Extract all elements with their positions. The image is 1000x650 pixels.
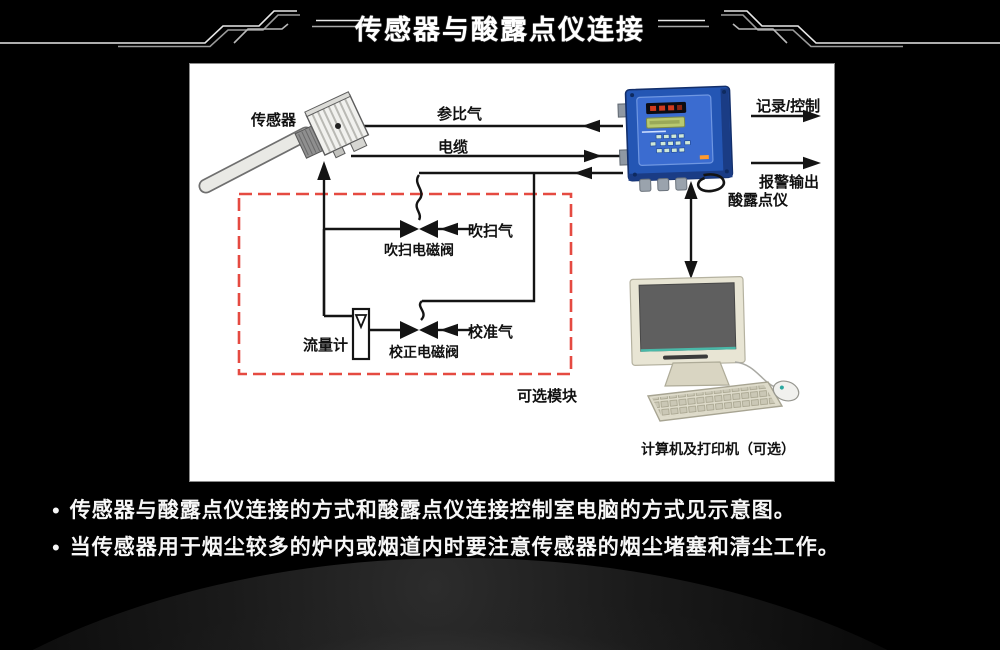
dew-point-meter-label: 酸露点仪 xyxy=(728,192,789,209)
diagram-panel: 传感器 参比气 电缆 吹扫气 吹扫电磁阀 流量计 校准气 校正电磁阀 可选模块 … xyxy=(189,63,835,482)
sensor-label: 传感器 xyxy=(251,112,297,129)
reference-gas-arrow xyxy=(582,119,600,133)
cable-label: 电缆 xyxy=(438,139,469,156)
bullet-text: 传感器与酸露点仪连接的方式和酸露点仪连接控制室电脑的方式见示意图。 xyxy=(69,499,796,522)
monitor-stand xyxy=(664,361,730,387)
device-logo xyxy=(699,155,709,160)
control-line-arrow xyxy=(574,166,592,180)
bullet-2: • 当传感器用于烟尘较多的炉内或烟道内时要注意传感器的烟尘堵塞和清尘工作。 xyxy=(52,534,962,562)
flow-meter xyxy=(351,307,371,361)
bullet-dot: • xyxy=(52,498,60,523)
purge-gas-arrow xyxy=(440,222,458,236)
calibration-gas-arrow xyxy=(440,323,458,337)
pipework xyxy=(322,114,803,332)
reference-gas-port xyxy=(335,123,341,129)
arrowheads xyxy=(317,109,821,337)
calibration-gas-label: 校准气 xyxy=(468,324,514,341)
cable-arrow xyxy=(584,149,602,163)
page-title: 传感器与酸露点仪连接 xyxy=(355,15,645,45)
record-control-label: 记录/控制 xyxy=(756,98,821,115)
bullet-1: • 传感器与酸露点仪连接的方式和酸露点仪连接控制室电脑的方式见示意图。 xyxy=(52,497,962,525)
schematic xyxy=(198,85,821,422)
header-decoration xyxy=(0,10,1000,48)
sensor-feed-arrow xyxy=(317,161,331,180)
dew-point-meter-device xyxy=(617,85,734,193)
device-keypad xyxy=(649,133,691,154)
device-display-top xyxy=(645,101,687,115)
header-decor-left xyxy=(0,10,363,48)
bullet-dot: • xyxy=(52,535,60,560)
purge-solenoid-valve xyxy=(400,220,438,238)
computer xyxy=(629,275,800,422)
mouse-cable xyxy=(734,361,776,388)
alarm-output-label: 报警输出 xyxy=(759,174,820,191)
bullet-text: 当传感器用于烟尘较多的炉内或烟道内时要注意传感器的烟尘堵塞和清尘工作。 xyxy=(69,536,840,559)
reference-gas-label: 参比气 xyxy=(437,106,483,123)
purge-gas-label: 吹扫气 xyxy=(468,223,514,240)
cable-glands xyxy=(639,177,688,192)
header: 传感器与酸露点仪连接 xyxy=(0,0,1000,52)
calibration-valve-label: 校正电磁阀 xyxy=(389,344,459,360)
record-control-arrow xyxy=(803,109,821,123)
sensor-probe xyxy=(198,91,370,194)
link-down-arrow xyxy=(684,261,698,279)
link-up-arrow xyxy=(684,181,698,199)
purge-valve-link xyxy=(415,174,423,221)
calibration-solenoid-valve xyxy=(400,321,438,339)
calibration-branch xyxy=(422,173,536,303)
optional-module-box xyxy=(237,192,573,376)
header-decor-right xyxy=(658,10,1000,48)
optional-module-label: 可选模块 xyxy=(517,388,578,405)
device-cable-loop xyxy=(696,173,726,193)
calibration-valve-link xyxy=(418,300,425,321)
computer-label: 计算机及打印机（可选） xyxy=(641,441,795,457)
mouse xyxy=(772,380,800,402)
purge-valve-label: 吹扫电磁阀 xyxy=(384,242,454,258)
alarm-output-arrow xyxy=(803,156,821,170)
notes: • 传感器与酸露点仪连接的方式和酸露点仪连接控制室电脑的方式见示意图。 • 当传… xyxy=(52,497,962,571)
flow-meter-label: 流量计 xyxy=(303,337,349,354)
